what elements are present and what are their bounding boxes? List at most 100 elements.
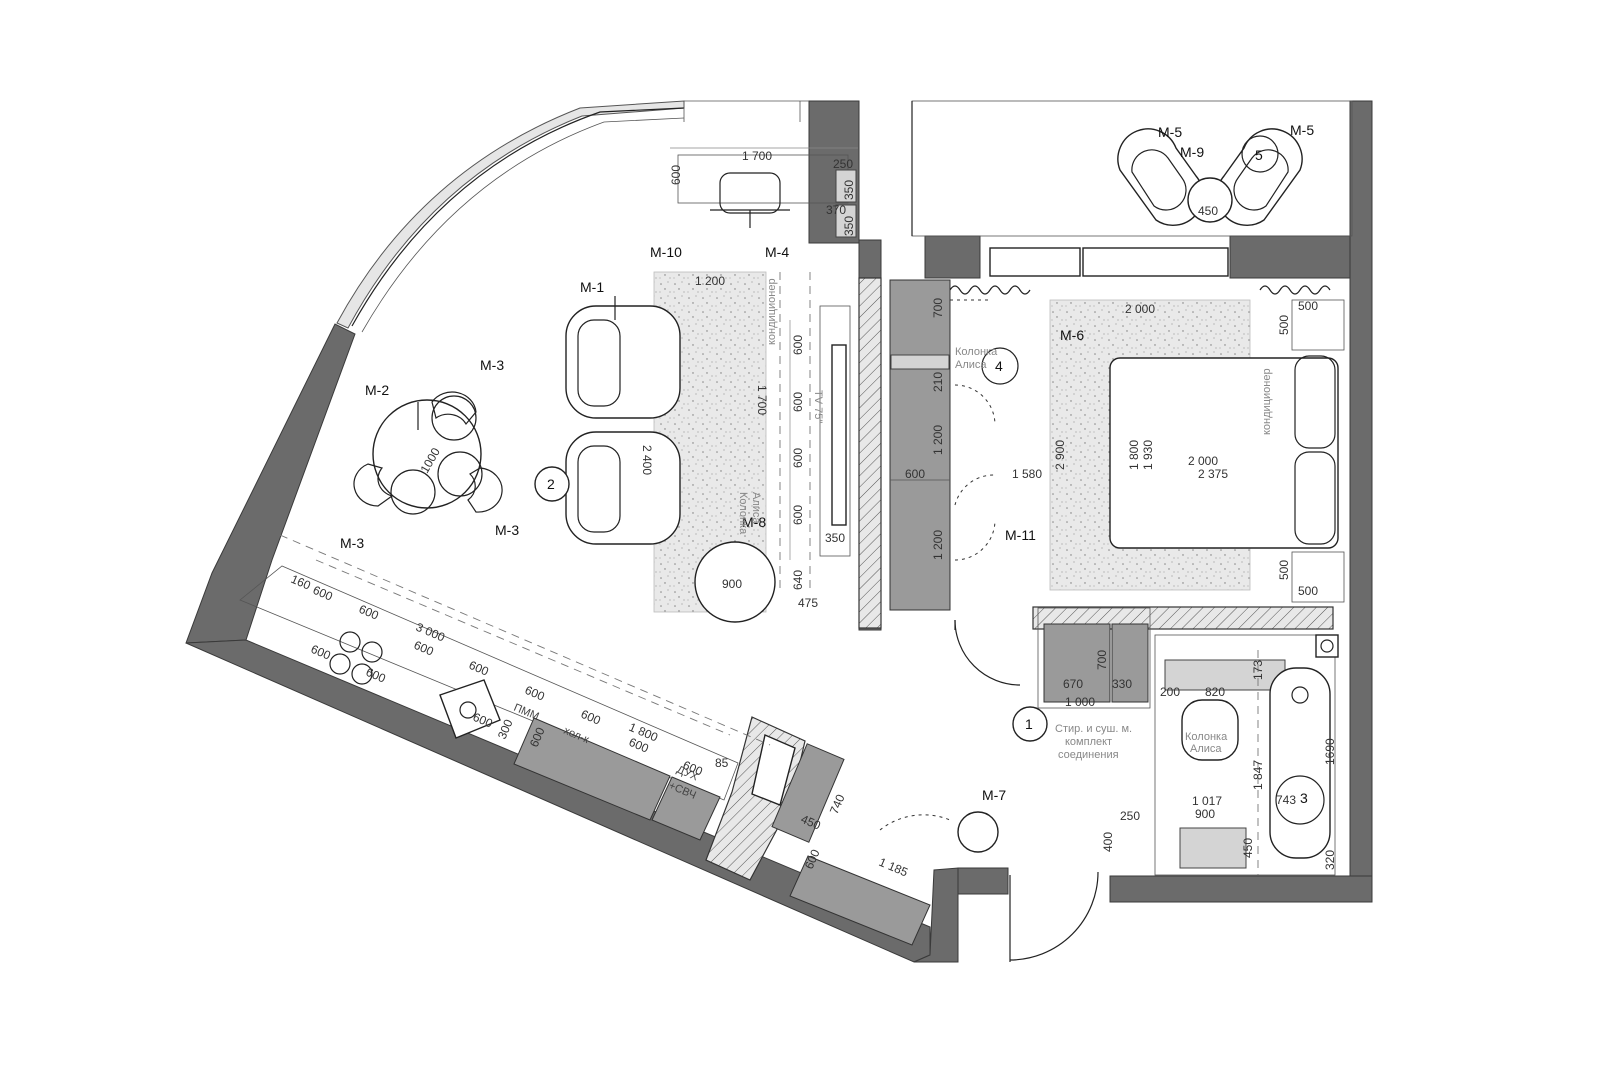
- toilet: [1181, 699, 1239, 761]
- washer-label-2: комплект: [1065, 736, 1112, 748]
- coffee-table: [694, 541, 776, 623]
- dim: 600: [311, 583, 335, 604]
- dim: 600: [791, 335, 805, 355]
- dim: 1 800: [1127, 440, 1141, 470]
- dim: 600: [579, 707, 603, 728]
- dim: 600: [669, 165, 683, 185]
- tag-m6: М-6: [1060, 327, 1084, 343]
- marker-3: 3: [1300, 790, 1308, 806]
- dim: 600: [309, 642, 333, 663]
- dim: 600: [791, 392, 805, 412]
- dim: 600: [905, 467, 925, 481]
- kolonka-living-1: Колонка: [737, 492, 749, 535]
- dining-set: [353, 391, 503, 515]
- pmm-label: ПММ: [512, 702, 541, 723]
- dim: 370: [826, 203, 846, 217]
- dim: 500: [1298, 584, 1318, 598]
- dim: 820: [1205, 685, 1225, 699]
- kolonka-bath-1: Колонка: [1185, 731, 1228, 743]
- bathtub: [1269, 667, 1331, 859]
- dim: 250: [833, 157, 853, 171]
- marker-4: 4: [995, 358, 1003, 374]
- dim: 600: [412, 638, 436, 659]
- furniture-tags: М-1 М-2 М-3 М-3 М-3 М-4 М-5 М-5 М-9 М-6 …: [340, 122, 1314, 853]
- dim: 250: [1120, 809, 1140, 823]
- dim: 450: [1241, 838, 1255, 858]
- tag-m9: М-9: [1180, 144, 1204, 160]
- dim: 1 185: [877, 855, 910, 880]
- dim: 160: [289, 572, 313, 593]
- tag-m10: М-10: [650, 244, 682, 260]
- dim: 600: [791, 505, 805, 525]
- tag-m1: М-1: [580, 279, 604, 295]
- dim: 500: [1277, 560, 1291, 580]
- dim: 1 200: [695, 274, 725, 288]
- walls: [185, 100, 1373, 963]
- tag-m3-right: М-3: [495, 522, 519, 538]
- dim: 900: [722, 577, 742, 591]
- dim: 900: [1195, 807, 1215, 821]
- dim: 640: [791, 570, 805, 590]
- dim: 500: [1298, 299, 1318, 313]
- tag-m7: М-7: [982, 787, 1006, 803]
- tag-m5-right: М-5: [1290, 122, 1314, 138]
- dim: 2 000: [1125, 302, 1155, 316]
- dim: 743: [1276, 793, 1296, 807]
- room-markers: 1 2 3 4 5: [534, 135, 1308, 806]
- dim: 320: [1323, 850, 1337, 870]
- tag-m5-left: М-5: [1158, 124, 1182, 140]
- dim: 350: [842, 180, 856, 200]
- dim: 1 580: [1012, 467, 1042, 481]
- dim: 1 700: [742, 149, 772, 163]
- kolonka-hall-2: Алиса: [955, 359, 987, 371]
- bed: [1109, 355, 1339, 549]
- dim: 450: [1198, 204, 1218, 218]
- dim: 2 400: [640, 445, 654, 475]
- dim: 1 700: [755, 385, 769, 415]
- dim: 1 200: [931, 425, 945, 455]
- tv-label: ТV 75": [812, 390, 824, 423]
- dim: 700: [931, 298, 945, 318]
- dim: 600: [357, 602, 381, 623]
- ac-bedroom-label: кондиционер: [1261, 368, 1273, 435]
- dim: 1690: [1323, 738, 1337, 765]
- dim: 1 930: [1141, 440, 1155, 470]
- tag-m3-left: М-3: [340, 535, 364, 551]
- desk-chair: [710, 172, 790, 228]
- dim: 330: [1112, 677, 1132, 691]
- dim: 700: [1095, 650, 1109, 670]
- dim: 500: [1277, 315, 1291, 335]
- tag-m8: М-8: [742, 514, 766, 530]
- kolonka-living-2: Алиса: [750, 492, 762, 524]
- washer-label-3: соединения: [1058, 749, 1119, 761]
- dim: 1 847: [1251, 760, 1265, 790]
- tag-m3-top: М-3: [480, 357, 504, 373]
- dim: 350: [825, 531, 845, 545]
- dim: 400: [1101, 832, 1115, 852]
- dim: 173: [1251, 660, 1265, 680]
- dim: 670: [1063, 677, 1083, 691]
- tag-m2: М-2: [365, 382, 389, 398]
- dim: 600: [791, 448, 805, 468]
- dim: 2 900: [1053, 440, 1067, 470]
- dim: 1 017: [1192, 794, 1222, 808]
- dim: 350: [842, 216, 856, 236]
- dim: 1 200: [931, 530, 945, 560]
- dim: 1 000: [1065, 695, 1095, 709]
- dim: 600: [467, 658, 491, 679]
- balcony-armchairs: [1117, 128, 1303, 227]
- dim: 200: [1160, 685, 1180, 699]
- marker-2: 2: [547, 476, 555, 492]
- dim: 85: [715, 756, 729, 770]
- washer-label-1: Стир. и суш. м.: [1055, 723, 1132, 735]
- dim: 2 000: [1188, 454, 1218, 468]
- dim: 475: [798, 596, 818, 610]
- kitchen-counter: [239, 565, 931, 946]
- annotations: Колонка Алиса Колонка Алиса Колонка Алис…: [512, 278, 1273, 801]
- ac-living-label: кондиционер: [766, 278, 778, 345]
- marker-5: 5: [1255, 147, 1263, 163]
- dim: 210: [931, 372, 945, 392]
- kolonka-hall-1: Колонка: [955, 346, 998, 358]
- sofa: [565, 305, 681, 545]
- dim: 740: [827, 792, 848, 816]
